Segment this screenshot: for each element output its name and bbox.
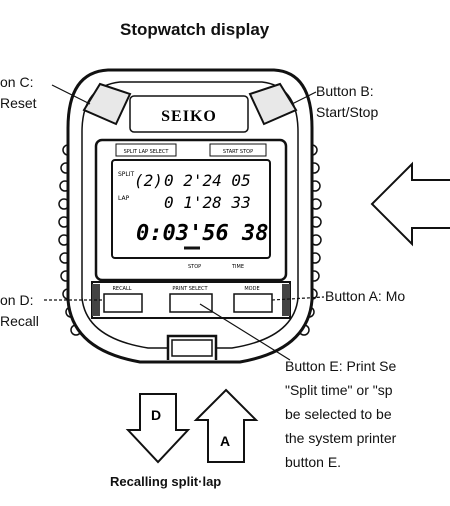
leader-button-c (51, 84, 91, 105)
button-b-label: Button B: Start/Stop (316, 81, 378, 123)
panel-label-stop: STOP (188, 264, 201, 270)
leader-button-b (291, 91, 317, 105)
button-c-function: Reset (0, 95, 37, 111)
description-line: the system printer (285, 430, 397, 446)
brand-logo: SEIKO (161, 108, 217, 125)
leader-button-e (199, 303, 291, 361)
page-title: Stopwatch display (120, 20, 270, 39)
panel-label-box-right (209, 143, 267, 157)
button-a-label: Button A: Mo (325, 288, 406, 304)
split-time: 0 2'24 05 (164, 171, 251, 190)
button-c[interactable] (82, 82, 132, 126)
button-d-label: on D: Recall (0, 290, 39, 332)
button-d[interactable] (103, 293, 143, 313)
lap-label: LAP (118, 195, 130, 202)
button-d-name: on D: (0, 292, 34, 308)
main-time: 0:03'56 38 (136, 221, 268, 246)
button-c-label: on C: Reset (0, 72, 37, 114)
panel-label-mode: MODE (244, 286, 259, 292)
up-arrow-icon (193, 388, 259, 463)
description-line: be selected to be (285, 406, 392, 422)
leader-button-a (271, 296, 325, 301)
panel-label-top-right: START STOP (223, 149, 253, 155)
button-b-name: Button B: (316, 83, 374, 99)
button-a[interactable] (233, 293, 273, 313)
button-b-function: Start/Stop (316, 104, 379, 120)
button-e-label: Button E: Print Se (285, 358, 397, 374)
caption: Recalling split·lap (110, 474, 222, 489)
description-line: "Split time" or "sp (285, 382, 393, 398)
button-bar-hatch-right (282, 284, 290, 316)
panel-label-print-select: PRINT SELECT (172, 286, 208, 292)
down-arrow-icon (125, 393, 191, 464)
button-e[interactable] (169, 293, 213, 313)
lcd-screen (111, 159, 271, 259)
lap-time: 0 1'28 33 (164, 193, 251, 212)
description-line: button E. (285, 454, 342, 470)
button-b[interactable] (248, 82, 298, 126)
split-label: SPLIT (118, 171, 135, 178)
down-arrow-label: D (151, 407, 161, 423)
description-text: "Split time" or "sp be selected to be th… (285, 378, 396, 474)
up-arrow-label: A (220, 433, 230, 449)
button-c-name: on C: (0, 74, 34, 90)
left-arrow-icon (370, 161, 450, 247)
panel-label-box-left (115, 143, 177, 157)
panel-label-top-left: SPLIT LAP SELECT (124, 149, 170, 155)
panel-label-recall: RECALL (112, 286, 131, 292)
bottom-tab (171, 339, 213, 357)
split-index: (2) (134, 171, 163, 190)
button-d-function: Recall (0, 313, 39, 329)
panel-label-time: TIME (231, 264, 244, 270)
brand-plate (129, 95, 249, 133)
